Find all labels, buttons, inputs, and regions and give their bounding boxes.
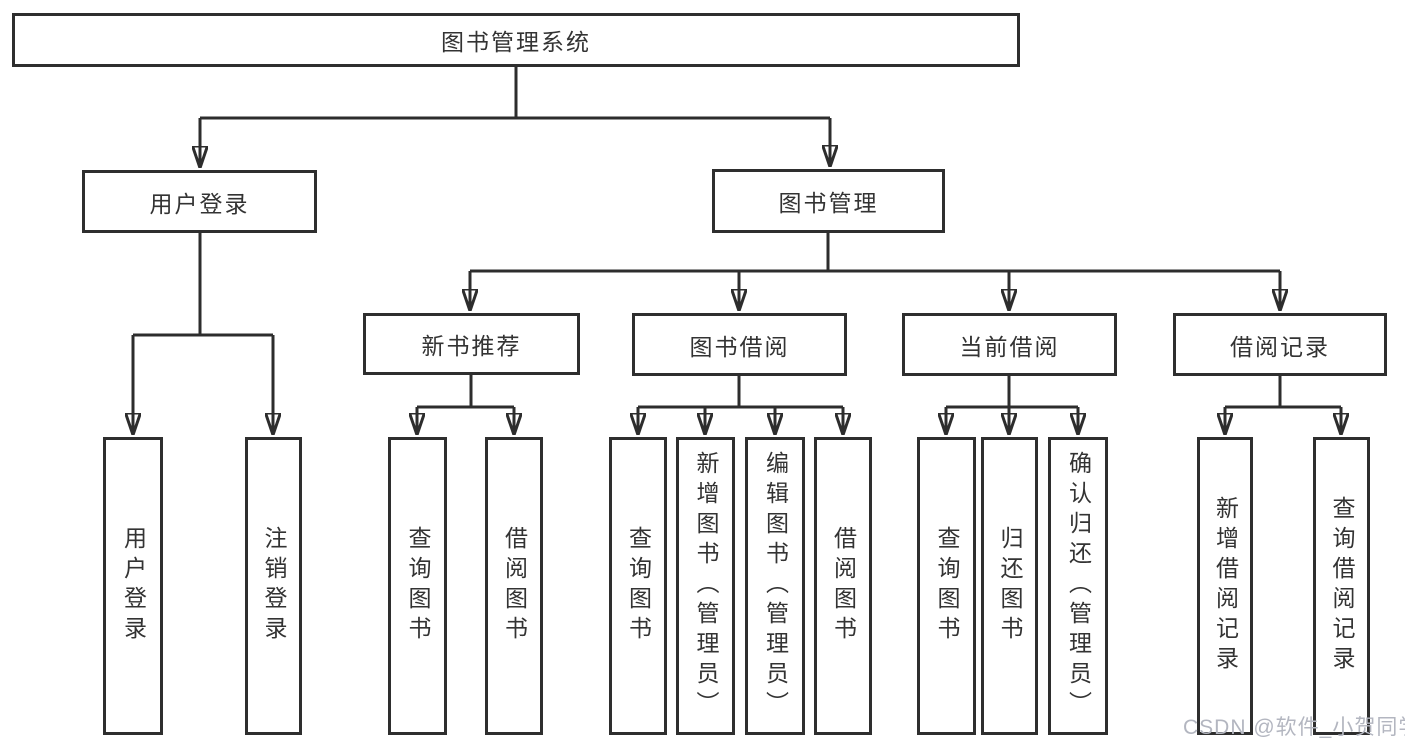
leaf-bb-borrow-books: 借阅图书	[814, 437, 872, 735]
node-current-borrowing: 当前借阅	[902, 313, 1117, 376]
leaf-bb-query-books: 查询图书	[609, 437, 667, 735]
leaf-bb-edit-books-admin: 编辑图书（管理员）	[745, 437, 805, 735]
leaf-bb-add-books-admin: 新增图书（管理员）	[676, 437, 735, 735]
leaf-cb-confirm-return-admin: 确认归还（管理员）	[1048, 437, 1108, 735]
node-user-login: 用户登录	[82, 170, 317, 233]
leaf-br-query-record: 查询借阅记录	[1313, 437, 1370, 735]
node-root: 图书管理系统	[12, 13, 1020, 67]
leaf-cb-return-books: 归还图书	[981, 437, 1038, 735]
node-borrowing-records: 借阅记录	[1173, 313, 1387, 376]
leaf-user-login: 用户登录	[103, 437, 163, 735]
leaf-nbr-borrow-books: 借阅图书	[485, 437, 543, 735]
leaf-nbr-query-books: 查询图书	[388, 437, 447, 735]
leaf-br-add-record: 新增借阅记录	[1197, 437, 1253, 735]
node-book-borrowing: 图书借阅	[632, 313, 847, 376]
node-new-book-recommendation: 新书推荐	[363, 313, 580, 375]
leaf-logout: 注销登录	[245, 437, 302, 735]
leaf-cb-query-books: 查询图书	[917, 437, 976, 735]
node-book-management: 图书管理	[712, 169, 945, 233]
